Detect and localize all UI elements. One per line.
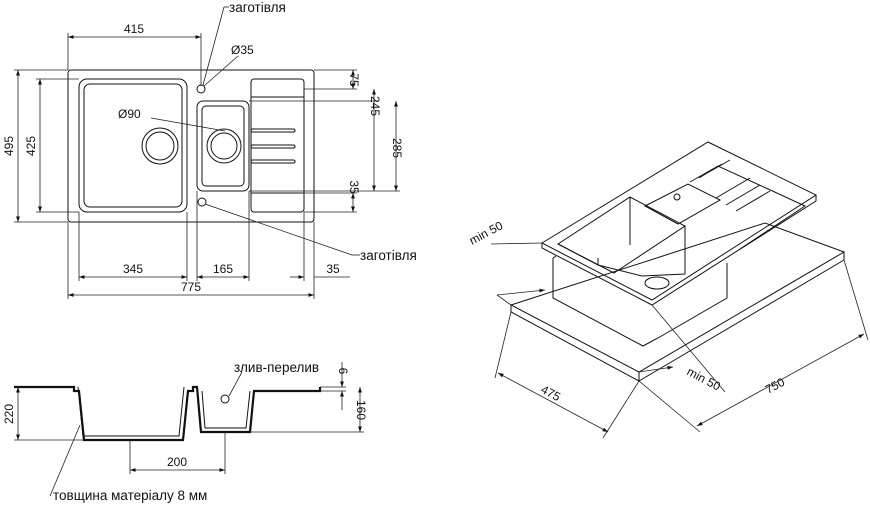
drainer-iso [689, 165, 807, 250]
tap-blank-bottom [197, 197, 207, 207]
dim-160: 160 [354, 400, 368, 420]
section-profile [14, 385, 322, 442]
dim-d90: Ø90 [118, 107, 141, 121]
dim-6: 6 [336, 368, 350, 375]
drainer-groove [250, 159, 296, 164]
large-bowl [78, 78, 188, 213]
isometric-view: min 50 475 min 50 750 [467, 141, 869, 439]
label-material-thickness: товщина матеріалу 8 мм [53, 488, 207, 503]
dim-d35: Ø35 [231, 43, 254, 57]
dim-220: 220 [2, 404, 16, 424]
top-view: 415 заготівля Ø35 Ø90 75 245 285 35 495 [2, 0, 417, 299]
dim-200: 200 [167, 455, 187, 469]
dim-345: 345 [123, 262, 143, 276]
small-bowl-iso [643, 183, 722, 225]
label-overflow: злив-перелив [234, 360, 319, 375]
drain-hole-large [141, 127, 179, 165]
dim-75: 75 [347, 73, 361, 87]
countertop-front [510, 252, 845, 382]
sink-outline [67, 69, 315, 223]
overflow-hole [220, 394, 230, 404]
small-bowl-inner [201, 105, 245, 187]
dim-775: 775 [181, 280, 201, 294]
drainer-groove [250, 144, 296, 149]
sink-rim [540, 141, 818, 301]
dim-415: 415 [124, 22, 144, 36]
dim-min50-right: min 50 [685, 364, 724, 393]
dim-425: 425 [24, 136, 38, 156]
dim-35-right: 35 [347, 180, 361, 194]
dim-285: 285 [390, 138, 404, 158]
drainer-groove [250, 128, 296, 133]
dim-min50-left: min 50 [467, 218, 506, 247]
label-blank-top: заготівля [229, 0, 286, 15]
large-bowl-inner [83, 83, 183, 208]
dim-35-bottom: 35 [326, 262, 340, 276]
label-blank-bottom: заготівля [360, 248, 417, 263]
tap-blank-top [196, 84, 206, 94]
dim-495: 495 [2, 136, 16, 156]
small-bowl [196, 100, 250, 192]
cross-section-view: злив-перелив 6 160 220 200 товщина матер… [2, 360, 368, 503]
dim-245: 245 [368, 96, 382, 116]
drain-hole-small [206, 128, 242, 164]
dim-165: 165 [213, 262, 233, 276]
dim-475: 475 [539, 382, 564, 404]
